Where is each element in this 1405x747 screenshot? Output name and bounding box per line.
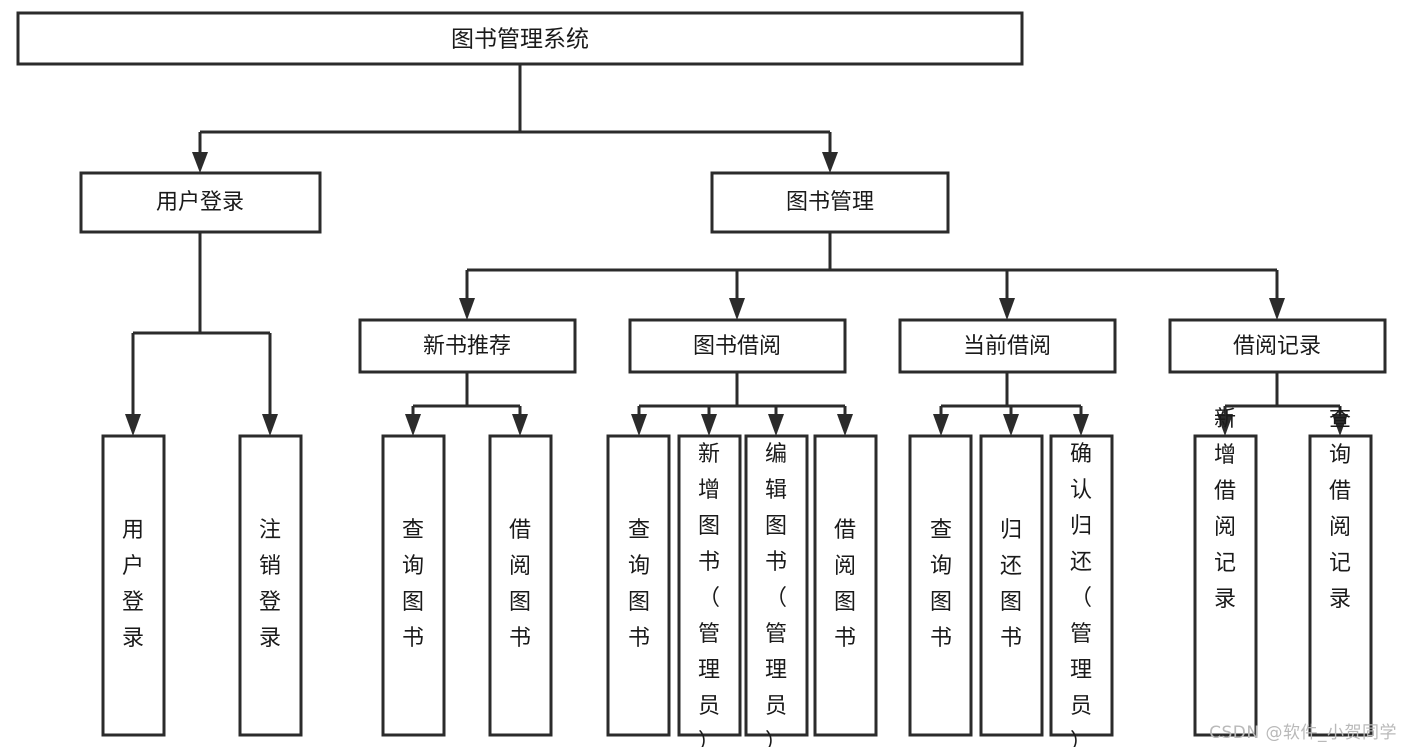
arrow-head-record-leaf1 (1217, 414, 1233, 436)
node-user-login[interactable]: 用户登录 (79, 171, 322, 234)
arrow-head-leaf-user-login (125, 414, 141, 436)
leaf-newbook-borrow-book[interactable]: 借阅图书 (488, 434, 553, 737)
node-new-book[interactable]: 新书推荐 (358, 318, 577, 374)
leaf-borrow-query-book-label: 查询图书 (628, 518, 650, 651)
leaf-current-return-book-label: 归还图书 (1000, 518, 1022, 651)
arrow-head-leaf-logout (262, 414, 278, 436)
node-root[interactable]: 图书管理系统 (16, 11, 1024, 66)
arrow-head-record-leaf2 (1332, 414, 1348, 436)
arrow-head-borrow-leaf3 (768, 414, 784, 436)
connectors (125, 64, 1348, 436)
node-borrow-record[interactable]: 借阅记录 (1168, 318, 1387, 374)
leaf-borrow-query-book[interactable]: 查询图书 (606, 434, 671, 737)
node-book-manage[interactable]: 图书管理 (710, 171, 950, 234)
leaf-borrow-borrow-book[interactable]: 借阅图书 (813, 434, 878, 737)
node-root-label: 图书管理系统 (451, 27, 589, 53)
leaf-logout[interactable]: 注销登录 (238, 434, 303, 737)
arrow-head-borrow-leaf2 (701, 414, 717, 436)
arrow-head-current-leaf3 (1073, 414, 1089, 436)
node-borrow-record-label: 借阅记录 (1233, 334, 1321, 359)
leaf-borrow-add-book[interactable]: 新增图书（管理员） (677, 434, 742, 747)
node-current-borrow[interactable]: 当前借阅 (898, 318, 1117, 374)
arrow-head-current-leaf1 (933, 414, 949, 436)
arrow-head-current-leaf2 (1003, 414, 1019, 436)
leaf-newbook-query-book-label: 查询图书 (402, 518, 424, 651)
leaf-newbook-query-book[interactable]: 查询图书 (381, 434, 446, 737)
leaf-borrow-add-book-label: 新增图书（管理员） (698, 442, 720, 747)
leaf-borrow-edit-book-label: 编辑图书（管理员） (765, 442, 787, 747)
node-current-borrow-label: 当前借阅 (963, 334, 1051, 359)
arrow-head-user-login (192, 152, 208, 173)
arrow-head-borrow (729, 298, 745, 320)
leaf-record-query-record-label: 查询借阅记录 (1329, 407, 1351, 612)
arrow-head-book-manage (822, 152, 838, 173)
leaf-current-query-book-label: 查询图书 (930, 518, 952, 651)
node-new-book-label: 新书推荐 (423, 334, 511, 359)
csdn-watermark: CSDN @软件_小贺同学 (1209, 723, 1397, 743)
node-book-borrow-label: 图书借阅 (693, 334, 781, 359)
node-book-borrow[interactable]: 图书借阅 (628, 318, 847, 374)
leaf-current-confirm-return[interactable]: 确认归还（管理员） (1049, 434, 1114, 747)
arrow-head-current (999, 298, 1015, 320)
leaf-record-add-record[interactable]: 新增借阅记录 (1193, 407, 1258, 737)
leaf-borrow-edit-book[interactable]: 编辑图书（管理员） (744, 434, 809, 747)
arrow-head-record (1269, 298, 1285, 320)
leaf-record-query-record[interactable]: 查询借阅记录 (1308, 407, 1373, 737)
arrow-head-borrow-leaf1 (631, 414, 647, 436)
leaf-borrow-borrow-book-label: 借阅图书 (834, 518, 856, 651)
leaf-current-return-book[interactable]: 归还图书 (979, 434, 1044, 737)
arrow-head-new-book (459, 298, 475, 320)
leaf-record-add-record-label: 新增借阅记录 (1214, 407, 1236, 612)
leaf-user-login-label: 用户登录 (122, 518, 144, 651)
leaf-newbook-borrow-book-label: 借阅图书 (509, 518, 531, 651)
node-user-login-label: 用户登录 (156, 190, 244, 215)
leaf-user-login[interactable]: 用户登录 (101, 434, 166, 737)
leaf-current-confirm-return-label: 确认归还（管理员） (1070, 442, 1092, 747)
arrow-head-newbook-leaf2 (512, 414, 528, 436)
leaf-current-query-book[interactable]: 查询图书 (908, 434, 973, 737)
leaf-logout-label: 注销登录 (259, 518, 281, 651)
arrow-head-newbook-leaf1 (405, 414, 421, 436)
node-book-manage-label: 图书管理 (786, 190, 874, 215)
arrow-head-borrow-leaf4 (837, 414, 853, 436)
